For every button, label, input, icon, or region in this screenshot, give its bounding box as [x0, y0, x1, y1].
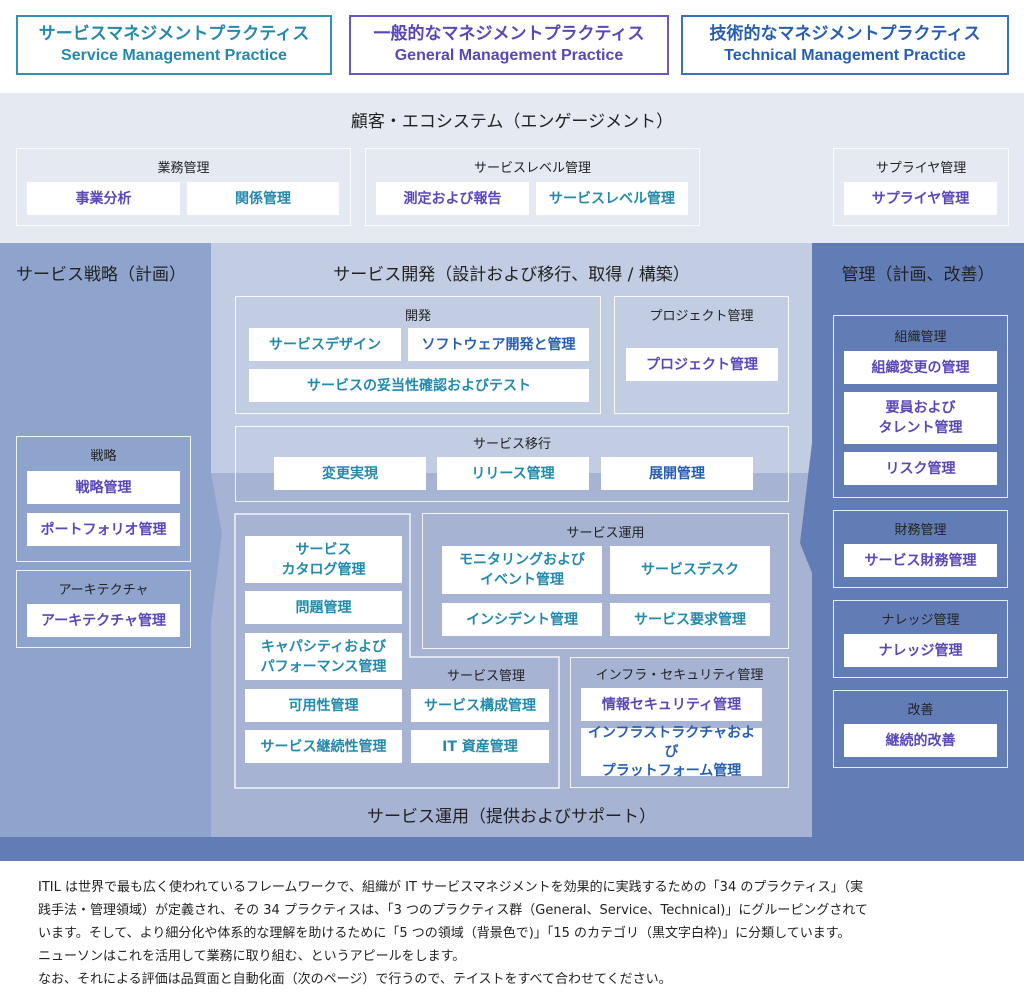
category-label: プロジェクト管理: [649, 309, 754, 324]
category-strategy: 戦略 戦略管理 ポートフォリオ管理: [16, 436, 191, 562]
category-development: 開発 サービスデザイン ソフトウェア開発と管理 サービスの妥当性確認およびテスト: [235, 296, 601, 414]
engagement-title: 顧客・エコシステム（エンゲージメント）: [350, 112, 674, 132]
practice-release-management[interactable]: リリース管理: [437, 457, 589, 490]
practice-business-analysis[interactable]: 事業分析: [27, 182, 180, 215]
category-label: 改善: [907, 703, 934, 718]
category-project-management: プロジェクト管理 プロジェクト管理: [614, 296, 789, 414]
operation-title: サービス運用（提供およびサポート）: [367, 807, 656, 827]
legend-service-en: Service Management Practice: [61, 47, 287, 64]
legend-technical-en: Technical Management Practice: [724, 47, 966, 64]
practice-supplier-management[interactable]: サプライヤ管理: [844, 182, 997, 215]
description-line: 践手法・管理領域）が定義され、その 34 プラクティスは、「3 つのプラクティス…: [38, 903, 868, 918]
category-label: 開発: [404, 309, 431, 324]
practice-software-development[interactable]: ソフトウェア開発と管理: [408, 328, 589, 361]
bottom-band: [0, 837, 1024, 861]
practice-service-catalogue-management[interactable]: サービス カタログ管理: [245, 536, 402, 583]
category-service-level-management: サービスレベル管理 測定および報告 サービスレベル管理: [365, 148, 700, 226]
management-title: 管理（計画、改善）: [841, 265, 995, 285]
category-improvement: 改善 継続的改善: [833, 690, 1008, 768]
strategy-arrow-shape: [211, 473, 222, 623]
practice-project-management[interactable]: プロジェクト管理: [626, 348, 778, 381]
practice-organizational-change-management[interactable]: 組織変更の管理: [844, 351, 997, 384]
engagement-area: 顧客・エコシステム（エンゲージメント） 業務管理 事業分析 関係管理 サービスレ…: [0, 93, 1024, 243]
practice-continual-improvement[interactable]: 継続的改善: [844, 724, 997, 757]
practice-infrastructure-platform-management[interactable]: インフラストラクチャおよび プラットフォーム管理: [581, 725, 762, 779]
description-line: なお、それによる評価は品質面と自動化面（次のページ）で行うので、テイストをすべて…: [38, 972, 672, 987]
practice-risk-management[interactable]: リスク管理: [844, 452, 997, 485]
category-label: 組織管理: [894, 330, 947, 345]
category-label: ナレッジ管理: [881, 613, 960, 628]
category-infra-security-management: インフラ・セキュリティ管理 情報セキュリティ管理 インフラストラクチャおよび プ…: [570, 657, 789, 788]
legend-general-practice: 一般的なマネジメントプラクティス General Management Prac…: [349, 15, 669, 75]
practice-architecture-management[interactable]: アーキテクチャ管理: [27, 604, 180, 637]
description-line: ニューソンはこれを活用して業務に取り組む、というアピールをします。: [38, 949, 466, 964]
practice-deployment-management[interactable]: 展開管理: [601, 457, 753, 490]
practice-portfolio-management[interactable]: ポートフォリオ管理: [27, 513, 180, 546]
management-arrow-shape: [800, 443, 812, 573]
practice-strategy-management[interactable]: 戦略管理: [27, 471, 180, 504]
practice-workforce-talent-management[interactable]: 要員および タレント管理: [844, 392, 997, 444]
practice-service-configuration-management[interactable]: サービス構成管理: [411, 689, 549, 722]
legend-general-en: General Management Practice: [394, 47, 624, 64]
category-label: サプライヤ管理: [875, 161, 967, 176]
description-line: います。そして、より細分化や体系的な理解を助けるために「5 つの領域（背景色で)…: [38, 926, 851, 941]
practice-relationship-management[interactable]: 関係管理: [187, 182, 339, 215]
legend-service-practice: サービスマネジメントプラクティス Service Management Prac…: [16, 15, 332, 75]
development-title: サービス開発（設計および移行、取得 / 構築）: [333, 265, 690, 285]
category-label: アーキテクチャ: [58, 583, 149, 598]
description-line: ITIL は世界で最も広く使われているフレームワークで、組織が IT サービスマ…: [38, 880, 864, 895]
category-label-service-management: サービス管理: [446, 669, 525, 684]
practice-capacity-performance-management[interactable]: キャパシティおよび パフォーマンス管理: [245, 633, 402, 680]
practice-problem-management[interactable]: 問題管理: [245, 591, 402, 624]
practice-information-security-management[interactable]: 情報セキュリティ管理: [581, 688, 762, 721]
practice-service-desk[interactable]: サービスデスク: [610, 546, 770, 594]
category-label: サービス移行: [472, 437, 551, 452]
category-knowledge-management: ナレッジ管理 ナレッジ管理: [833, 600, 1008, 678]
category-organization-management: 組織管理 組織変更の管理 要員および タレント管理 リスク管理: [833, 315, 1008, 498]
category-service-operation: サービス運用 モニタリングおよび イベント管理 サービスデスク インシデント管理…: [422, 513, 789, 649]
practice-service-validation-testing[interactable]: サービスの妥当性確認およびテスト: [249, 369, 589, 402]
strategy-title: サービス戦略（計画）: [16, 265, 186, 285]
category-financial-management: 財務管理 サービス財務管理: [833, 510, 1008, 588]
category-label: サービスレベル管理: [473, 161, 591, 176]
practice-service-request-management[interactable]: サービス要求管理: [610, 603, 770, 636]
practice-knowledge-management[interactable]: ナレッジ管理: [844, 634, 997, 667]
practice-monitoring-event-management[interactable]: モニタリングおよび イベント管理: [442, 546, 602, 594]
practice-service-level-management[interactable]: サービスレベル管理: [536, 182, 688, 215]
category-label: 財務管理: [894, 523, 947, 538]
category-service-transition: サービス移行 変更実現 リリース管理 展開管理: [235, 426, 789, 502]
legend-service-jp: サービスマネジメントプラクティス: [38, 24, 310, 44]
flow-arrows: [211, 443, 812, 623]
category-label: インフラ・セキュリティ管理: [595, 668, 764, 683]
practice-service-design[interactable]: サービスデザイン: [249, 328, 401, 361]
category-supplier-management: サプライヤ管理 サプライヤ管理: [833, 148, 1009, 226]
category-architecture: アーキテクチャ アーキテクチャ管理: [16, 570, 191, 648]
category-label: 業務管理: [157, 161, 210, 176]
practice-availability-management[interactable]: 可用性管理: [245, 689, 402, 722]
category-service-management-outline: [234, 513, 560, 789]
legend-technical-jp: 技術的なマネジメントプラクティス: [709, 24, 981, 44]
practice-change-enablement[interactable]: 変更実現: [274, 457, 426, 490]
category-label: 戦略: [90, 449, 117, 464]
practice-service-continuity-management[interactable]: サービス継続性管理: [245, 730, 402, 763]
practice-incident-management[interactable]: インシデント管理: [442, 603, 602, 636]
practice-measurement-reporting[interactable]: 測定および報告: [376, 182, 529, 215]
category-label: サービス運用: [566, 526, 645, 541]
legend-general-jp: 一般的なマネジメントプラクティス: [373, 24, 645, 44]
category-business-management: 業務管理 事業分析 関係管理: [16, 148, 351, 226]
description: ITIL は世界で最も広く使われているフレームワークで、組織が IT サービスマ…: [38, 876, 998, 991]
practice-it-asset-management[interactable]: IT 資産管理: [411, 730, 549, 763]
practice-service-financial-management[interactable]: サービス財務管理: [844, 544, 997, 577]
legend-technical-practice: 技術的なマネジメントプラクティス Technical Management Pr…: [681, 15, 1009, 75]
